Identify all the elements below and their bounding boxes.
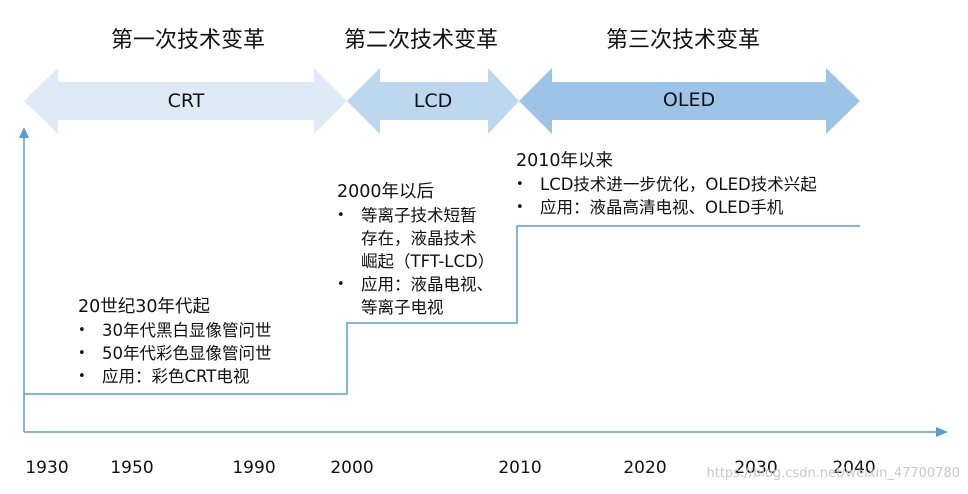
list-item: 30年代黑白显像管问世 — [78, 319, 272, 342]
oled-era-heading: 2010年以来 — [516, 151, 614, 171]
crt-era-arrow — [24, 68, 347, 134]
oled-label: OLED — [662, 89, 716, 111]
lcd-era-heading: 2000年以后 — [337, 182, 435, 202]
lcd-era-arrow — [347, 68, 519, 134]
year-label: 2010 — [498, 458, 542, 478]
year-label: 2000 — [330, 458, 374, 478]
y-axis-arrowhead — [19, 127, 29, 138]
list-item: LCD技术进一步优化，OLED技术兴起 — [516, 173, 817, 196]
list-item: 应用：液晶电视、 等离子电视 — [337, 273, 494, 319]
year-label: 1930 — [25, 458, 69, 478]
list-item: 应用：液晶高清电视、OLED手机 — [516, 196, 817, 219]
crt-label: CRT — [167, 90, 205, 112]
era-3-title: 第三次技术变革 — [605, 28, 761, 53]
list-item: 应用：彩色CRT电视 — [78, 365, 272, 388]
era-2-title: 第二次技术变革 — [343, 28, 499, 53]
year-label: 2040 — [832, 458, 876, 478]
year-label: 2020 — [623, 458, 667, 478]
crt-era-heading: 20世纪30年代起 — [78, 297, 211, 317]
list-item: 50年代彩色显像管问世 — [78, 342, 272, 365]
development-step-line — [24, 225, 860, 395]
list-item: 等离子技术短暂 存在，液晶技术 崛起（TFT-LCD） — [337, 204, 494, 273]
year-label: 1990 — [232, 458, 276, 478]
lcd-era-notes: 2000年以后 等离子技术短暂 存在，液晶技术 崛起（TFT-LCD） 应用：液… — [337, 180, 494, 319]
x-axis-arrowhead — [936, 427, 948, 437]
watermark: https://blog.csdn.net/weixin_47700780 — [706, 466, 960, 481]
crt-era-notes: 20世纪30年代起 30年代黑白显像管问世 50年代彩色显像管问世 应用：彩色C… — [78, 295, 272, 388]
oled-era-arrow — [519, 68, 860, 134]
era-1-title: 第一次技术变革 — [110, 28, 266, 53]
year-label: 1950 — [110, 458, 154, 478]
oled-era-notes: 2010年以来 LCD技术进一步优化，OLED技术兴起 应用：液晶高清电视、OL… — [516, 149, 817, 219]
year-label: 2030 — [734, 458, 778, 478]
lcd-label: LCD — [413, 90, 453, 112]
